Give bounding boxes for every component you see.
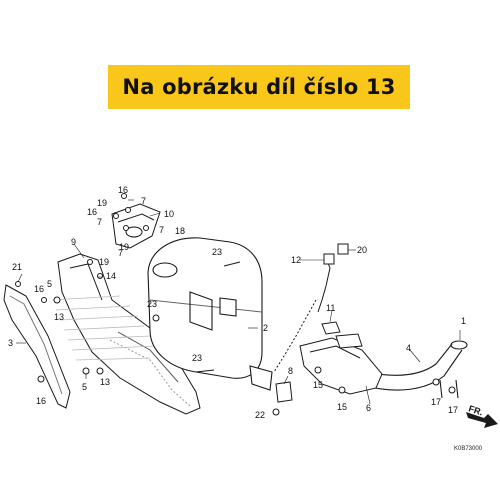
callout-7a: 7 [141, 196, 146, 206]
hatch-area [51, 295, 157, 361]
callout-11: 11 [326, 303, 335, 313]
callout-19a: 19 [97, 198, 107, 208]
callout-7d: 7 [118, 248, 123, 258]
callout-labels: 1 2 3 4 5 5 6 7 7 7 7 8 9 10 11 12 13 13… [8, 185, 466, 420]
o2-sensor [273, 243, 349, 373]
callout-3: 3 [8, 338, 13, 348]
bracket [275, 381, 293, 403]
callout-14: 14 [106, 271, 116, 281]
muffler-protector [111, 203, 161, 249]
callout-17b: 17 [448, 405, 458, 415]
direction-label: FR. [467, 403, 484, 417]
heat-shield-left [3, 284, 71, 409]
callout-16c: 16 [34, 284, 44, 294]
banner-text: Na obrázku díl číslo 13 [122, 75, 396, 99]
callout-4: 4 [406, 343, 411, 353]
callout-7b: 7 [97, 217, 102, 227]
diagram-code: K0B73000 [454, 446, 483, 452]
callout-15b: 15 [337, 402, 347, 412]
callout-15a: 15 [313, 380, 323, 390]
fasteners [15, 193, 456, 416]
callout-13a: 13 [54, 312, 64, 322]
callout-2: 2 [263, 323, 268, 333]
callout-20: 20 [357, 245, 367, 255]
highlight-banner: Na obrázku díl číslo 13 [108, 65, 410, 109]
callout-7c: 7 [159, 225, 164, 235]
callout-19b: 19 [119, 242, 129, 252]
callout-16b: 16 [87, 207, 97, 217]
callout-9: 9 [71, 237, 76, 247]
callout-6: 6 [366, 403, 371, 413]
callout-16d: 16 [36, 396, 46, 406]
callout-23c: 23 [192, 353, 202, 363]
callout-5a: 5 [47, 279, 52, 289]
callout-12: 12 [291, 255, 301, 265]
gasket [321, 321, 363, 349]
callout-13b: 13 [100, 377, 110, 387]
callout-21: 21 [12, 262, 22, 272]
callout-17a: 17 [431, 397, 441, 407]
callout-1: 1 [461, 316, 466, 326]
callout-8: 8 [288, 366, 293, 376]
callout-23b: 23 [147, 299, 157, 309]
callout-18: 18 [175, 226, 185, 236]
front-arrow-icon: FR. [466, 403, 498, 428]
leader-lines [16, 199, 461, 405]
callout-19c: 19 [99, 257, 109, 267]
callout-16a: 16 [118, 185, 128, 195]
callout-10: 10 [164, 209, 174, 219]
callout-22: 22 [255, 410, 265, 420]
callout-5b: 5 [82, 382, 87, 392]
muffler [147, 237, 273, 391]
callout-23a: 23 [212, 247, 222, 257]
